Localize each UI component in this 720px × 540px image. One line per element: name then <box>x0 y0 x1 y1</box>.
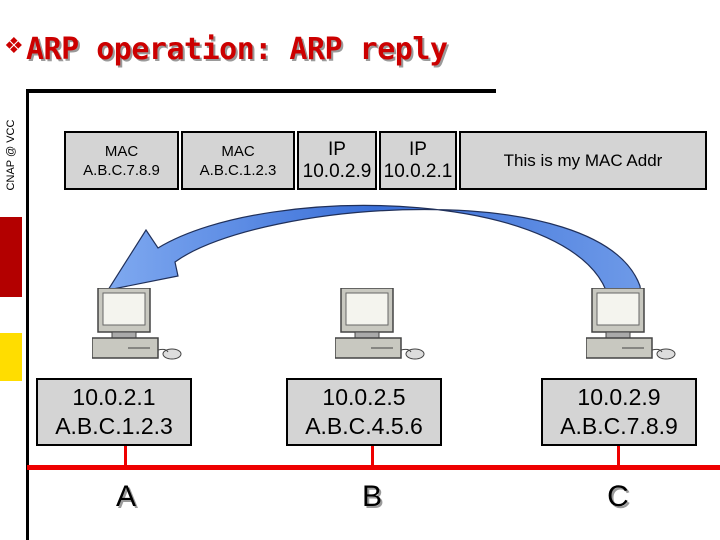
packet-dest-ip: IP 10.0.2.9 <box>297 131 377 190</box>
src-mac-value: A.B.C.1.2.3 <box>199 161 277 179</box>
host-c-mac: A.B.C.7.8.9 <box>560 413 678 439</box>
host-a-name: A <box>115 480 136 513</box>
computer-icon <box>586 288 676 360</box>
dest-mac-label: MAC <box>104 142 139 160</box>
host-c-ip: 10.0.2.9 <box>577 384 661 410</box>
side-bar <box>0 93 22 217</box>
src-ip-value: 10.0.2.1 <box>383 160 453 182</box>
dest-mac-value: A.B.C.7.8.9 <box>83 161 160 179</box>
host-b-link <box>371 446 374 465</box>
host-a-link <box>124 446 127 465</box>
dest-ip-label: IP <box>328 138 346 160</box>
side-yellow-block <box>0 333 22 381</box>
host-a-address-box: 10.0.2.1 A.B.C.1.2.3 <box>36 378 192 446</box>
packet-dest-mac: MAC A.B.C.7.8.9 <box>64 131 179 190</box>
packet-message: This is my MAC Addr <box>459 131 707 190</box>
title-rule <box>26 89 496 93</box>
host-c-link <box>617 446 620 465</box>
host-b-mac: A.B.C.4.5.6 <box>305 413 423 439</box>
host-b-ip: 10.0.2.5 <box>322 384 406 410</box>
message-text: This is my MAC Addr <box>503 151 663 170</box>
host-c-name: C <box>607 480 629 513</box>
network-segment <box>27 465 720 470</box>
src-mac-label: MAC <box>221 142 255 160</box>
title-bullet: ❖ <box>4 34 24 59</box>
side-white-block <box>0 297 22 333</box>
side-red-block <box>0 217 22 297</box>
slide-title: ARP operation: ARP reply <box>26 32 448 67</box>
host-b-name: B <box>361 480 382 513</box>
left-rule <box>26 89 29 540</box>
host-a-mac: A.B.C.1.2.3 <box>55 413 173 439</box>
packet-src-mac: MAC A.B.C.1.2.3 <box>181 131 295 190</box>
src-ip-label: IP <box>409 138 427 160</box>
host-a-ip: 10.0.2.1 <box>72 384 156 410</box>
packet-src-ip: IP 10.0.2.1 <box>379 131 457 190</box>
computer-icon <box>335 288 425 360</box>
dest-ip-value: 10.0.2.9 <box>302 160 372 182</box>
computer-icon <box>92 288 182 360</box>
host-c-address-box: 10.0.2.9 A.B.C.7.8.9 <box>541 378 697 446</box>
host-b-address-box: 10.0.2.5 A.B.C.4.5.6 <box>286 378 442 446</box>
